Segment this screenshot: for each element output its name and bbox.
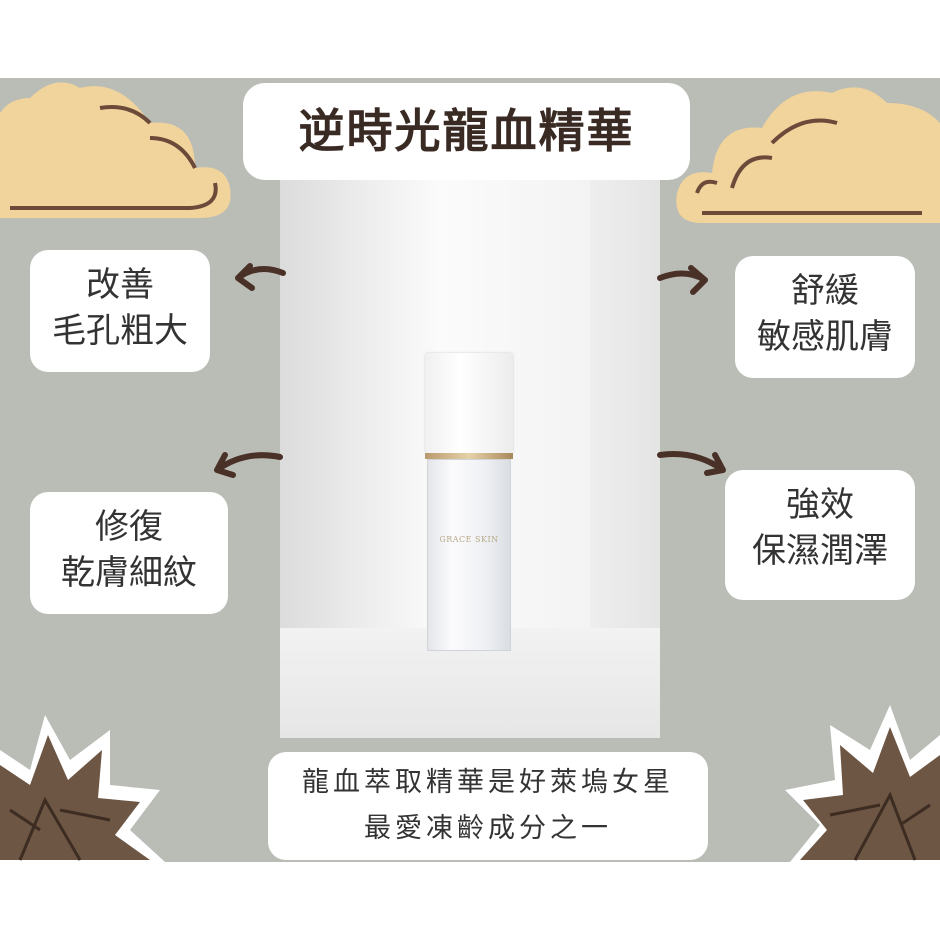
benefit-sensitive-skin: 舒緩 敏感肌膚 bbox=[735, 256, 915, 378]
benefit-fine-lines: 修復 乾膚細紋 bbox=[30, 492, 228, 614]
benefit-line: 強效 bbox=[786, 485, 854, 525]
pinecone-bottom-right bbox=[785, 705, 940, 862]
benefit-line: 敏感肌膚 bbox=[757, 317, 893, 357]
arrow-right-icon bbox=[657, 265, 708, 295]
benefit-line: 修復 bbox=[95, 507, 163, 547]
product-photo: GRACE SKIN bbox=[280, 178, 660, 738]
benefit-pores: 改善 毛孔粗大 bbox=[30, 250, 210, 372]
page-title: 逆時光龍血精華 bbox=[243, 83, 690, 180]
arrow-left-icon bbox=[214, 452, 283, 478]
arrow-right-icon bbox=[657, 451, 726, 476]
arrow-left-icon bbox=[235, 263, 286, 291]
caption-line: 龍血萃取精華是好萊塢女星 bbox=[302, 767, 674, 798]
benefit-line: 改善 bbox=[86, 265, 154, 305]
benefit-moisturizing: 強效 保濕潤澤 bbox=[725, 470, 915, 600]
serum-bottle: GRACE SKIN bbox=[425, 353, 513, 653]
cloud-top-left bbox=[0, 82, 231, 218]
bottle-brand: GRACE SKIN bbox=[439, 535, 499, 544]
benefit-line: 舒緩 bbox=[791, 271, 859, 311]
pinecone-bottom-left bbox=[0, 715, 165, 862]
benefit-line: 毛孔粗大 bbox=[52, 311, 188, 351]
benefit-line: 乾膚細紋 bbox=[61, 553, 197, 593]
caption-box: 龍血萃取精華是好萊塢女星 最愛凍齡成分之一 bbox=[268, 752, 708, 860]
benefit-line: 保濕潤澤 bbox=[752, 531, 888, 571]
cloud-top-right bbox=[676, 87, 940, 223]
caption-line: 最愛凍齡成分之一 bbox=[364, 813, 612, 844]
